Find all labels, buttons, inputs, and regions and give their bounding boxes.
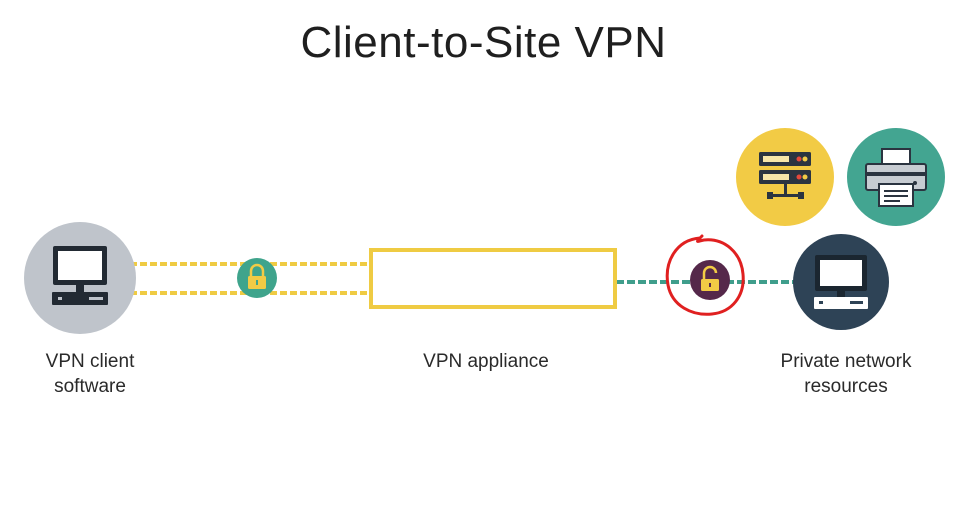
padlock-closed-icon (248, 263, 266, 289)
page-title: Client-to-Site VPN (300, 18, 667, 67)
printer (847, 128, 945, 226)
tunnel-lock (237, 258, 277, 298)
server-rack-icon (759, 152, 811, 199)
private-computer (793, 234, 889, 330)
server (736, 128, 834, 226)
annotation-circle (665, 234, 745, 316)
appliance-label: VPN appliance (386, 349, 586, 374)
desktop-computer-icon (814, 255, 868, 309)
desktop-computer-icon (52, 246, 108, 305)
padlock-open-icon (701, 265, 719, 291)
private-label-line2: resources (804, 376, 888, 397)
vpn-appliance-box (369, 248, 617, 309)
client-label-line1: VPN client (45, 351, 135, 372)
client-computer (24, 222, 136, 334)
printer-icon (865, 148, 927, 207)
private-link-lock (690, 260, 730, 300)
private-label-line1: Private network (780, 351, 912, 372)
private-network-label: Private network resources (751, 349, 941, 399)
appliance-label-text: VPN appliance (423, 351, 549, 372)
client-label-line2: software (54, 376, 126, 397)
client-label: VPN client software (20, 349, 160, 399)
